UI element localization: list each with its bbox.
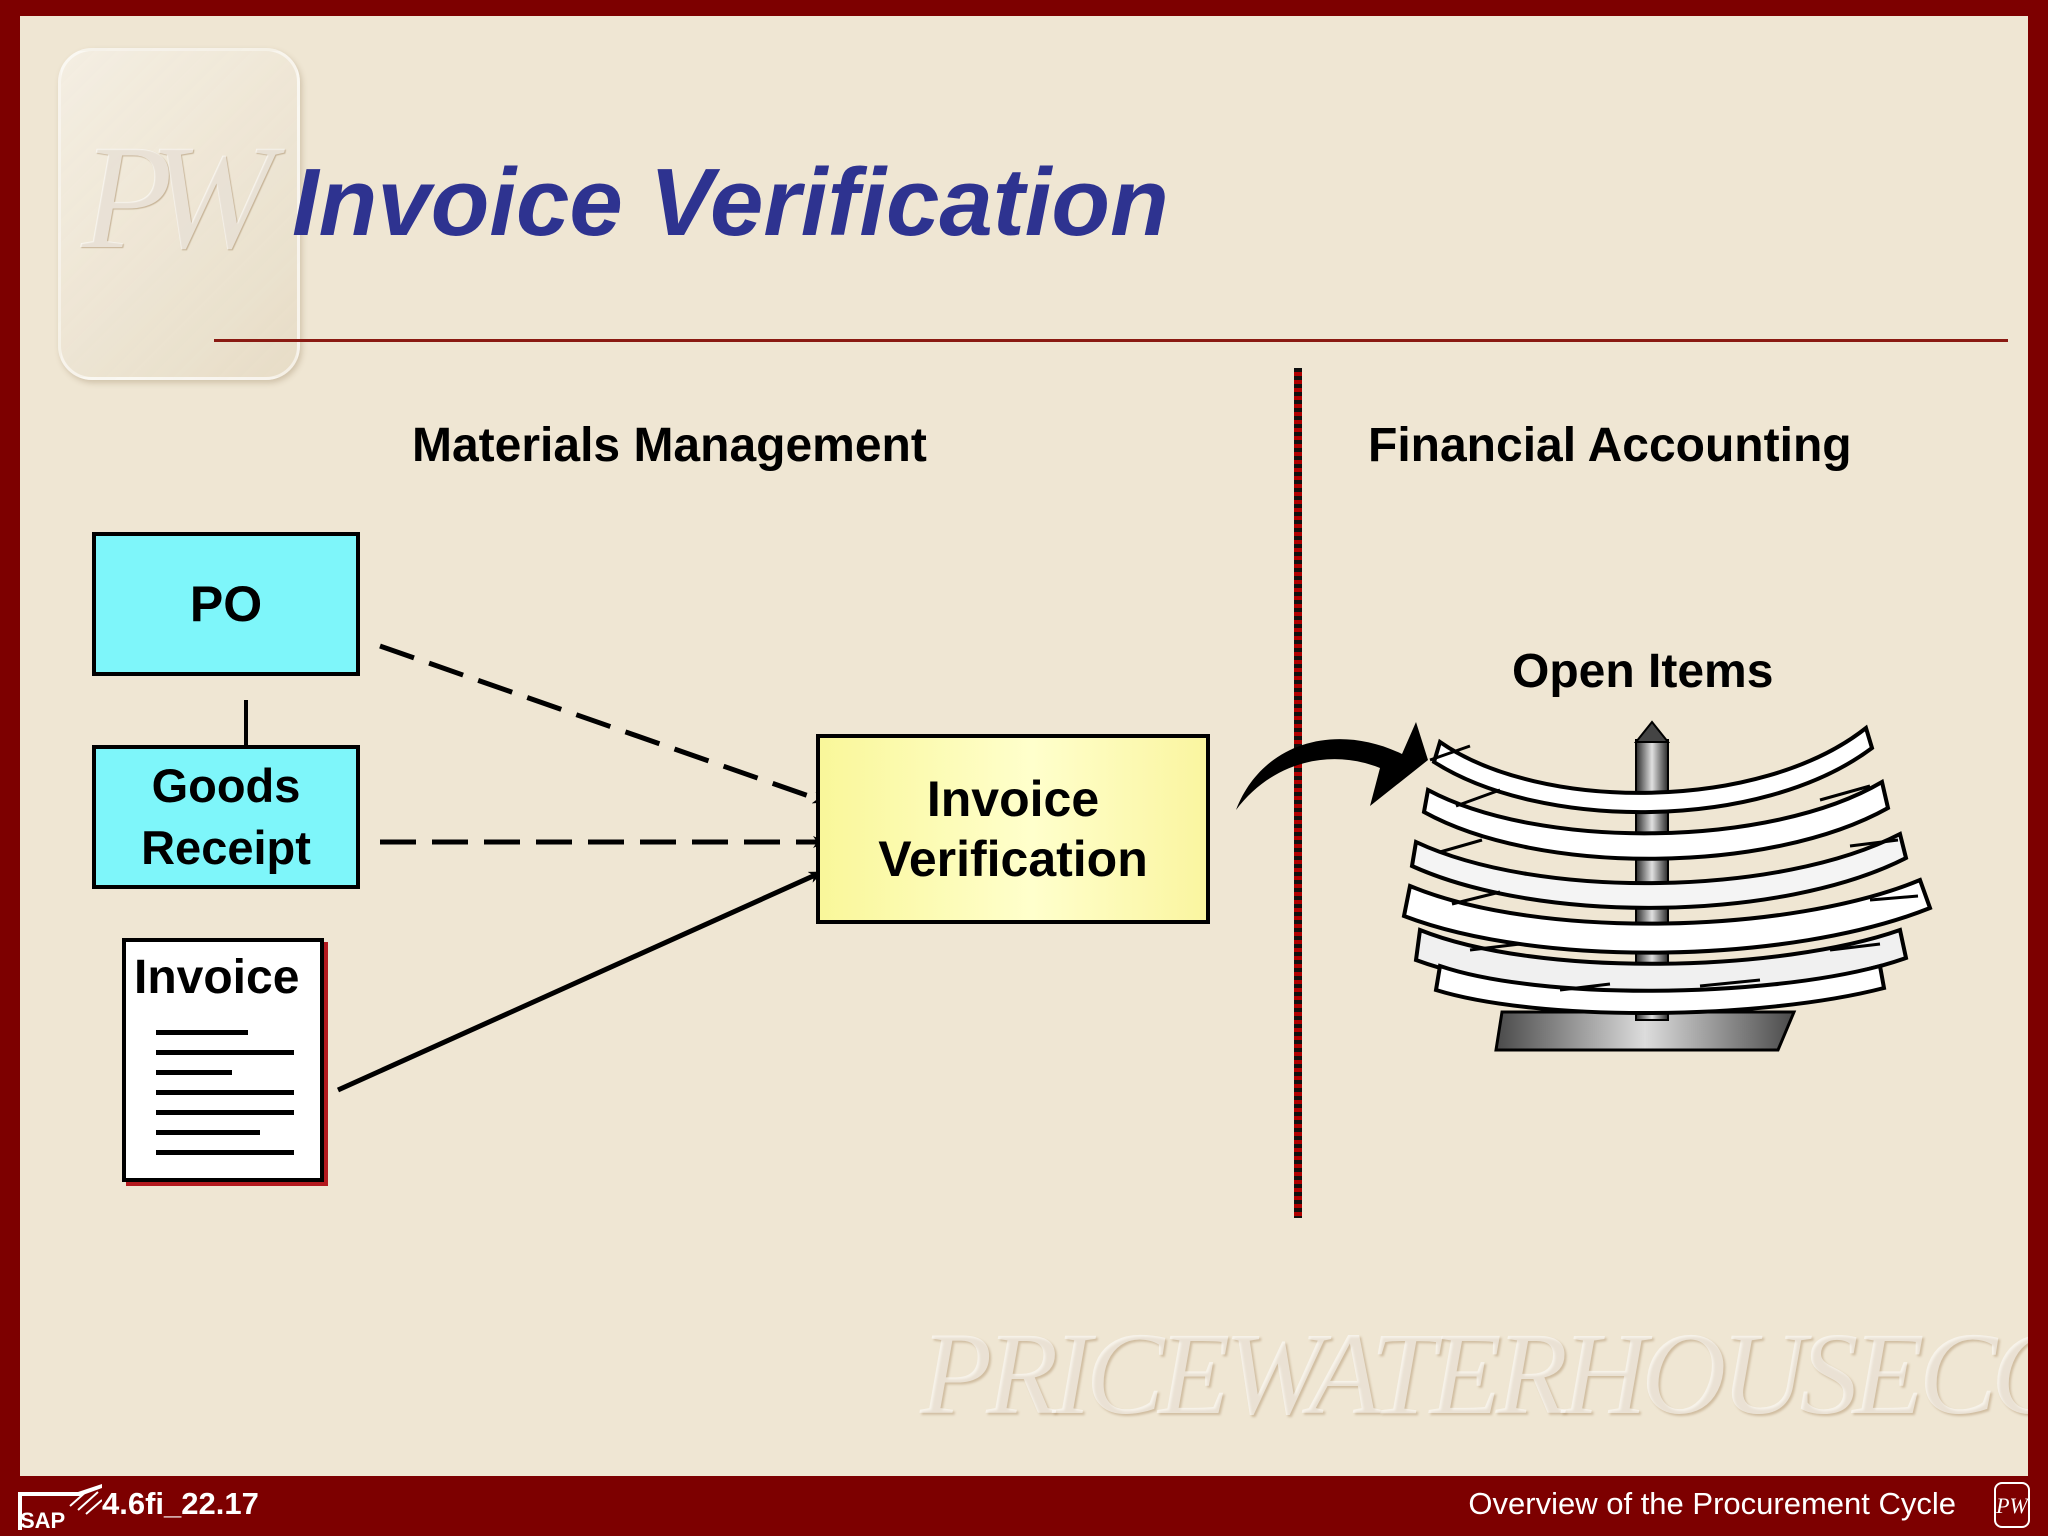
financial-accounting-heading: Financial Accounting — [1368, 419, 1852, 472]
open-items-spike-icon — [1401, 720, 1933, 1052]
pwc-footer-logo-icon: PW — [1994, 1482, 2030, 1528]
invoice-verification-label-line2: Verification — [878, 831, 1148, 887]
posting-curved-arrow-icon — [1236, 722, 1428, 810]
goods-receipt-box: Goods Receipt — [92, 745, 360, 889]
invoice-document-icon: Invoice — [122, 938, 324, 1182]
pwc-logo-tile: PW — [58, 48, 300, 380]
po-box: PO — [92, 532, 360, 676]
materials-management-heading: Materials Management — [412, 419, 927, 472]
invoice-text-line — [156, 1150, 294, 1155]
course-title: Overview of the Procurement Cycle — [1468, 1486, 1956, 1521]
invoice-text-line — [156, 1030, 248, 1035]
invoice-document-label: Invoice — [134, 951, 300, 1004]
invoice-text-line — [156, 1110, 294, 1115]
invoice-verification-label-line1: Invoice — [926, 771, 1100, 827]
footer-bar: SAP 4.6fi_22.17 Overview of the Procurem… — [0, 1476, 2048, 1536]
course-code: 4.6fi_22.17 — [102, 1486, 259, 1521]
goods-receipt-label-line2: Receipt — [141, 821, 311, 874]
goods-receipt-label-line1: Goods — [151, 759, 301, 812]
invoice-text-line — [156, 1050, 294, 1055]
sap-logo-icon — [18, 1484, 102, 1530]
po-to-verification-dashed-arrow — [379, 643, 827, 805]
invoice-text-line — [156, 1130, 260, 1135]
pwc-watermark: PRICEWATERHOUSECOOPERS — [920, 1308, 2028, 1439]
pwc-monogram: PW — [81, 114, 274, 280]
slide-title: Invoice Verification — [292, 149, 1169, 256]
invoice-text-line — [156, 1070, 232, 1075]
open-items-label: Open Items — [1512, 645, 1774, 698]
title-divider — [214, 339, 2008, 342]
invoice-text-line — [156, 1090, 294, 1095]
invoice-verification-box: Invoice Verification — [816, 734, 1210, 924]
section-divider — [1294, 368, 1302, 1218]
sap-label: SAP — [20, 1508, 66, 1533]
po-label: PO — [189, 576, 263, 632]
invoice-to-verification-arrow — [336, 869, 824, 1093]
